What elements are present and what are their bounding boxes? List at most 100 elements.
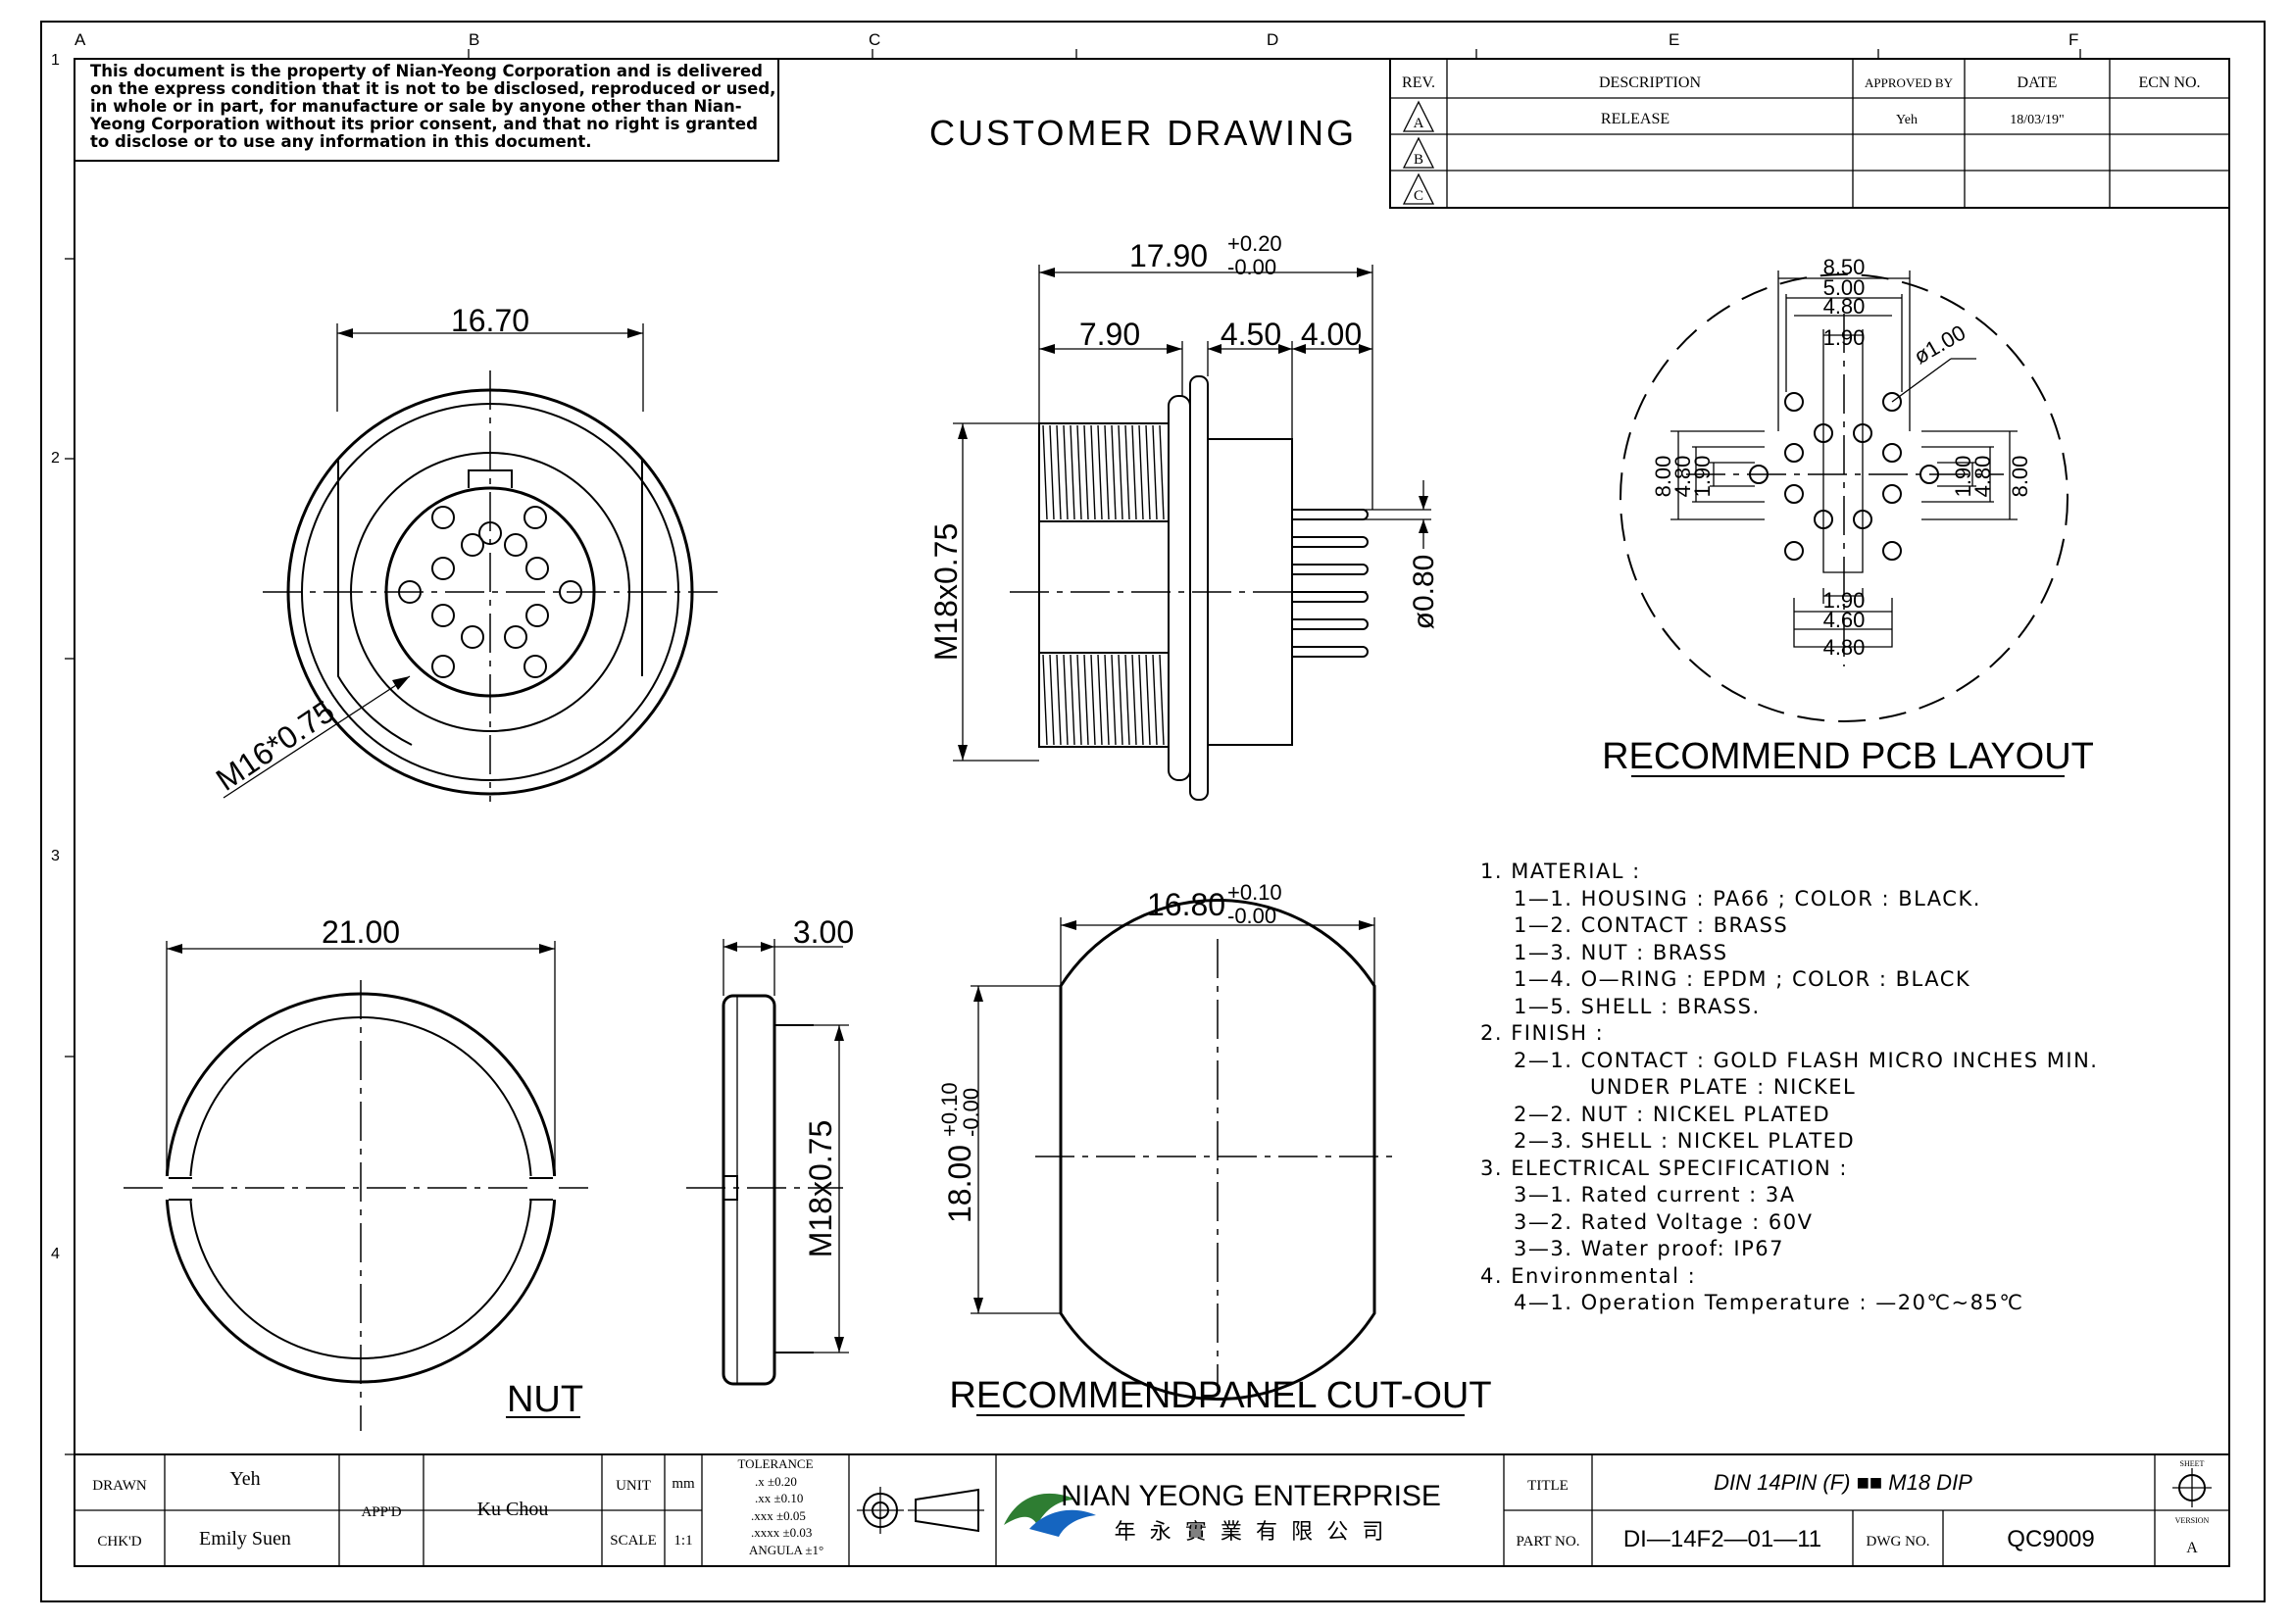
outer-border <box>40 21 2266 1602</box>
thread-hatch-line <box>1097 424 1103 520</box>
note-line: 3. ELECTRICAL SPECIFICATION : <box>1480 1156 1848 1180</box>
part-no-label: PART NO. <box>1517 1534 1580 1550</box>
thread-hatch-line <box>1138 654 1144 746</box>
thread-hatch-line <box>1159 654 1165 746</box>
drawn-label: DRAWN <box>92 1478 147 1494</box>
note-line: 2—1. CONTACT : GOLD FLASH MICRO INCHES M… <box>1514 1048 2099 1072</box>
note-line: 1—4. O—RING : EPDM ; COLOR : BLACK <box>1514 967 1971 991</box>
panel-height-tol-plus: +0.10 <box>937 1082 962 1137</box>
note-line: 4. Environmental : <box>1480 1263 1697 1288</box>
thread-hatch-line <box>1076 654 1082 746</box>
panel-width-tol-minus: -0.00 <box>1227 904 1276 928</box>
panel-cutout-title: RECOMMENDPANEL CUT-OUT <box>949 1375 1491 1416</box>
approved-by-header: APPROVED BY <box>1865 75 1954 90</box>
thread-hatch-line <box>1145 424 1151 520</box>
unit-label: UNIT <box>616 1478 651 1494</box>
title-block <box>75 1453 2229 1566</box>
thread-hatch-line <box>1131 654 1137 746</box>
thread-hatch-line <box>1111 654 1117 746</box>
note-line: 1. MATERIAL : <box>1480 860 1641 883</box>
nut-thread-dim: M18x0.75 <box>803 1120 838 1258</box>
scale-label: SCALE <box>610 1533 657 1549</box>
tolerance-angle: ANGULA ±1° <box>749 1543 823 1557</box>
title-label: TITLE <box>1527 1478 1569 1494</box>
panel-height-tol-minus: -0.00 <box>959 1088 983 1137</box>
zone-row-1: 1 <box>51 52 60 69</box>
thread-hatch-line <box>1152 654 1158 746</box>
version-value: A <box>2186 1540 2198 1556</box>
side-thread-dim: M18x0.75 <box>928 523 964 662</box>
thread-hatch-line <box>1145 654 1151 746</box>
ecn-header: ECN NO. <box>2138 74 2200 91</box>
thread-hatch-line <box>1090 654 1096 746</box>
company-name-zh: 年 永 實 業 有 限 公 司 <box>1115 1519 1388 1544</box>
thread-hatch-line <box>1070 424 1075 520</box>
thread-hatch-line <box>1104 654 1110 746</box>
note-line: 3—1. Rated current : 3A <box>1514 1183 1796 1206</box>
pcb-dim-4-80: 4.80 <box>1823 294 1866 319</box>
revision-table <box>1389 58 2230 209</box>
side-overall-dim: 17.90 <box>1129 238 1208 273</box>
rev-header: REV. <box>1402 74 1435 91</box>
thread-hatch-line <box>1056 424 1062 520</box>
note-line: 1—3. NUT : BRASS <box>1514 940 1728 964</box>
dwg-no-label: DWG NO. <box>1867 1534 1930 1550</box>
drawing-title: CUSTOMER DRAWING <box>929 113 1357 153</box>
notice-box <box>74 58 779 162</box>
pcb-layout-title: RECOMMEND PCB LAYOUT <box>1602 736 2094 777</box>
front-width-dim: 16.70 <box>451 303 529 338</box>
thread-hatch-line <box>1063 654 1069 746</box>
pcb-right-4-80: 4.80 <box>1970 456 1995 498</box>
pcb-left-8-00: 8.00 <box>1651 456 1675 498</box>
rev-a-date: 18/03/19" <box>2010 113 2065 127</box>
chkd-label: CHK'D <box>97 1534 141 1550</box>
thread-hatch-line <box>1138 424 1144 520</box>
tolerance-xx: .xx ±0.10 <box>755 1491 803 1505</box>
panel-cutout-view <box>971 898 1465 1416</box>
rev-a-approved: Yeh <box>1896 113 1918 127</box>
thread-hatch-line <box>1083 424 1089 520</box>
thread-hatch-line <box>1090 424 1096 520</box>
thread-hatch-line <box>1159 424 1165 520</box>
pcb-dim-1-90: 1.90 <box>1823 325 1866 350</box>
thread-hatch-line <box>1111 424 1117 520</box>
thread-hatch-line <box>1118 424 1123 520</box>
side-overall-tol-plus: +0.20 <box>1227 231 1282 256</box>
ownership-notice: This document is the property of Nian-Ye… <box>90 62 776 151</box>
thread-hatch-line <box>1124 654 1130 746</box>
side-overall-tol-minus: -0.00 <box>1227 255 1276 279</box>
note-line: 1—5. SHELL : BRASS. <box>1514 994 1761 1018</box>
thread-hatch-line <box>1076 424 1082 520</box>
tolerance-xxx: .xxx ±0.05 <box>751 1508 806 1523</box>
thread-hatch-line <box>1042 424 1048 520</box>
thread-hatch-line <box>1118 654 1123 746</box>
side-d3-dim: 4.00 <box>1301 317 1362 352</box>
chkd-value: Emily Suen <box>199 1528 291 1550</box>
zone-col-d: D <box>1267 30 1278 49</box>
specification-notes: 1. MATERIAL : 1—1. HOUSING : PA66 ; COLO… <box>1480 860 2186 1318</box>
front-view <box>223 323 718 802</box>
zone-col-f: F <box>2069 30 2078 49</box>
zone-ticks <box>65 49 2081 1455</box>
thread-hatch-line <box>1063 424 1069 520</box>
nut-side-view <box>686 939 849 1386</box>
title-value: DIN 14PIN (F) ■■ M18 DIP <box>1714 1470 1972 1495</box>
pcb-bottom-4-80: 4.80 <box>1823 635 1866 660</box>
zone-row-3: 3 <box>51 848 60 864</box>
dwg-no-value: QC9009 <box>2007 1526 2094 1552</box>
note-line: 3—3. Water proof: IP67 <box>1514 1237 1784 1260</box>
zone-col-c: C <box>869 30 880 49</box>
note-line: 1—1. HOUSING : PA66 ; COLOR : BLACK. <box>1514 886 1981 910</box>
tolerance-title: TOLERANCE <box>737 1456 813 1471</box>
zone-row-2: 2 <box>51 450 60 467</box>
nut-view <box>124 941 596 1431</box>
tolerance-xxxx: .xxxx ±0.03 <box>751 1525 812 1540</box>
thread-hatch-line <box>1131 424 1137 520</box>
zone-row-4: 4 <box>51 1246 60 1262</box>
thread-hatch-line <box>1049 654 1055 746</box>
thread-hatch-line <box>1104 424 1110 520</box>
side-d1-dim: 7.90 <box>1079 317 1140 352</box>
rev-a-description: RELEASE <box>1601 111 1670 127</box>
